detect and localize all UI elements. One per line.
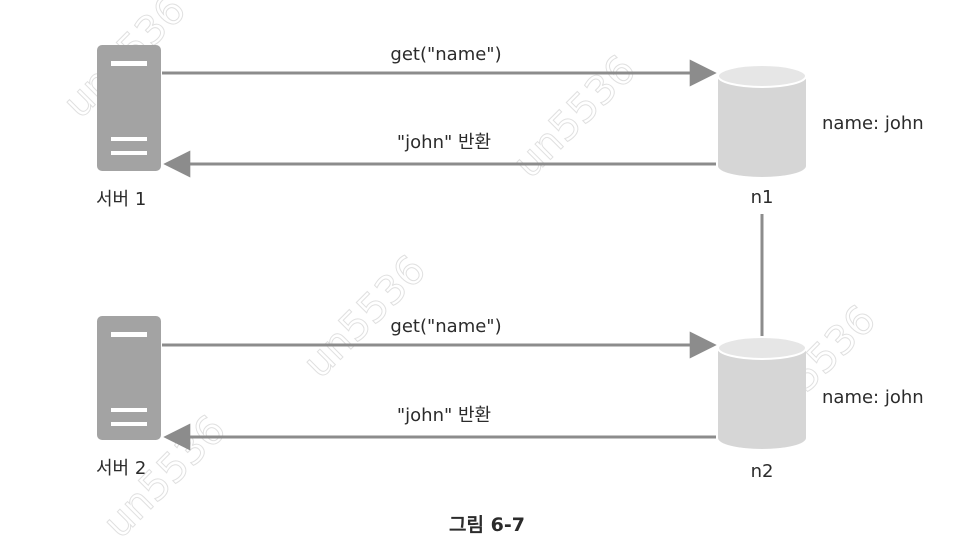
request-label: get("name") (390, 316, 501, 337)
database-top (717, 64, 807, 88)
server-slot (111, 137, 147, 141)
response-label: "john" 반환 (397, 132, 491, 153)
server-slot (111, 61, 147, 66)
flow-1: get("name") "john" 반환 (162, 44, 717, 178)
node-label: n2 (751, 461, 774, 482)
node-data: name: john (822, 387, 924, 408)
server-slot (111, 408, 147, 412)
server-slot (111, 151, 147, 155)
request-label: get("name") (390, 44, 501, 65)
database-icon (718, 348, 806, 449)
server-slot (111, 422, 147, 426)
figure-caption: 그림 6-7 (449, 514, 525, 536)
watermark: un5536 (505, 47, 645, 187)
node-n2: n2 name: john (717, 336, 924, 482)
server-2: 서버 2 (96, 316, 161, 479)
flow-2: get("name") "john" 반환 (162, 316, 717, 451)
node-data: name: john (822, 113, 924, 134)
database-top (717, 336, 807, 360)
database-icon (718, 76, 806, 177)
server-label: 서버 2 (96, 458, 146, 479)
node-n1: n1 name: john (717, 64, 924, 208)
response-label: "john" 반환 (397, 405, 491, 426)
server-label: 서버 1 (96, 189, 146, 210)
server-1: 서버 1 (96, 45, 161, 210)
node-label: n1 (751, 187, 774, 208)
server-slot (111, 332, 147, 337)
